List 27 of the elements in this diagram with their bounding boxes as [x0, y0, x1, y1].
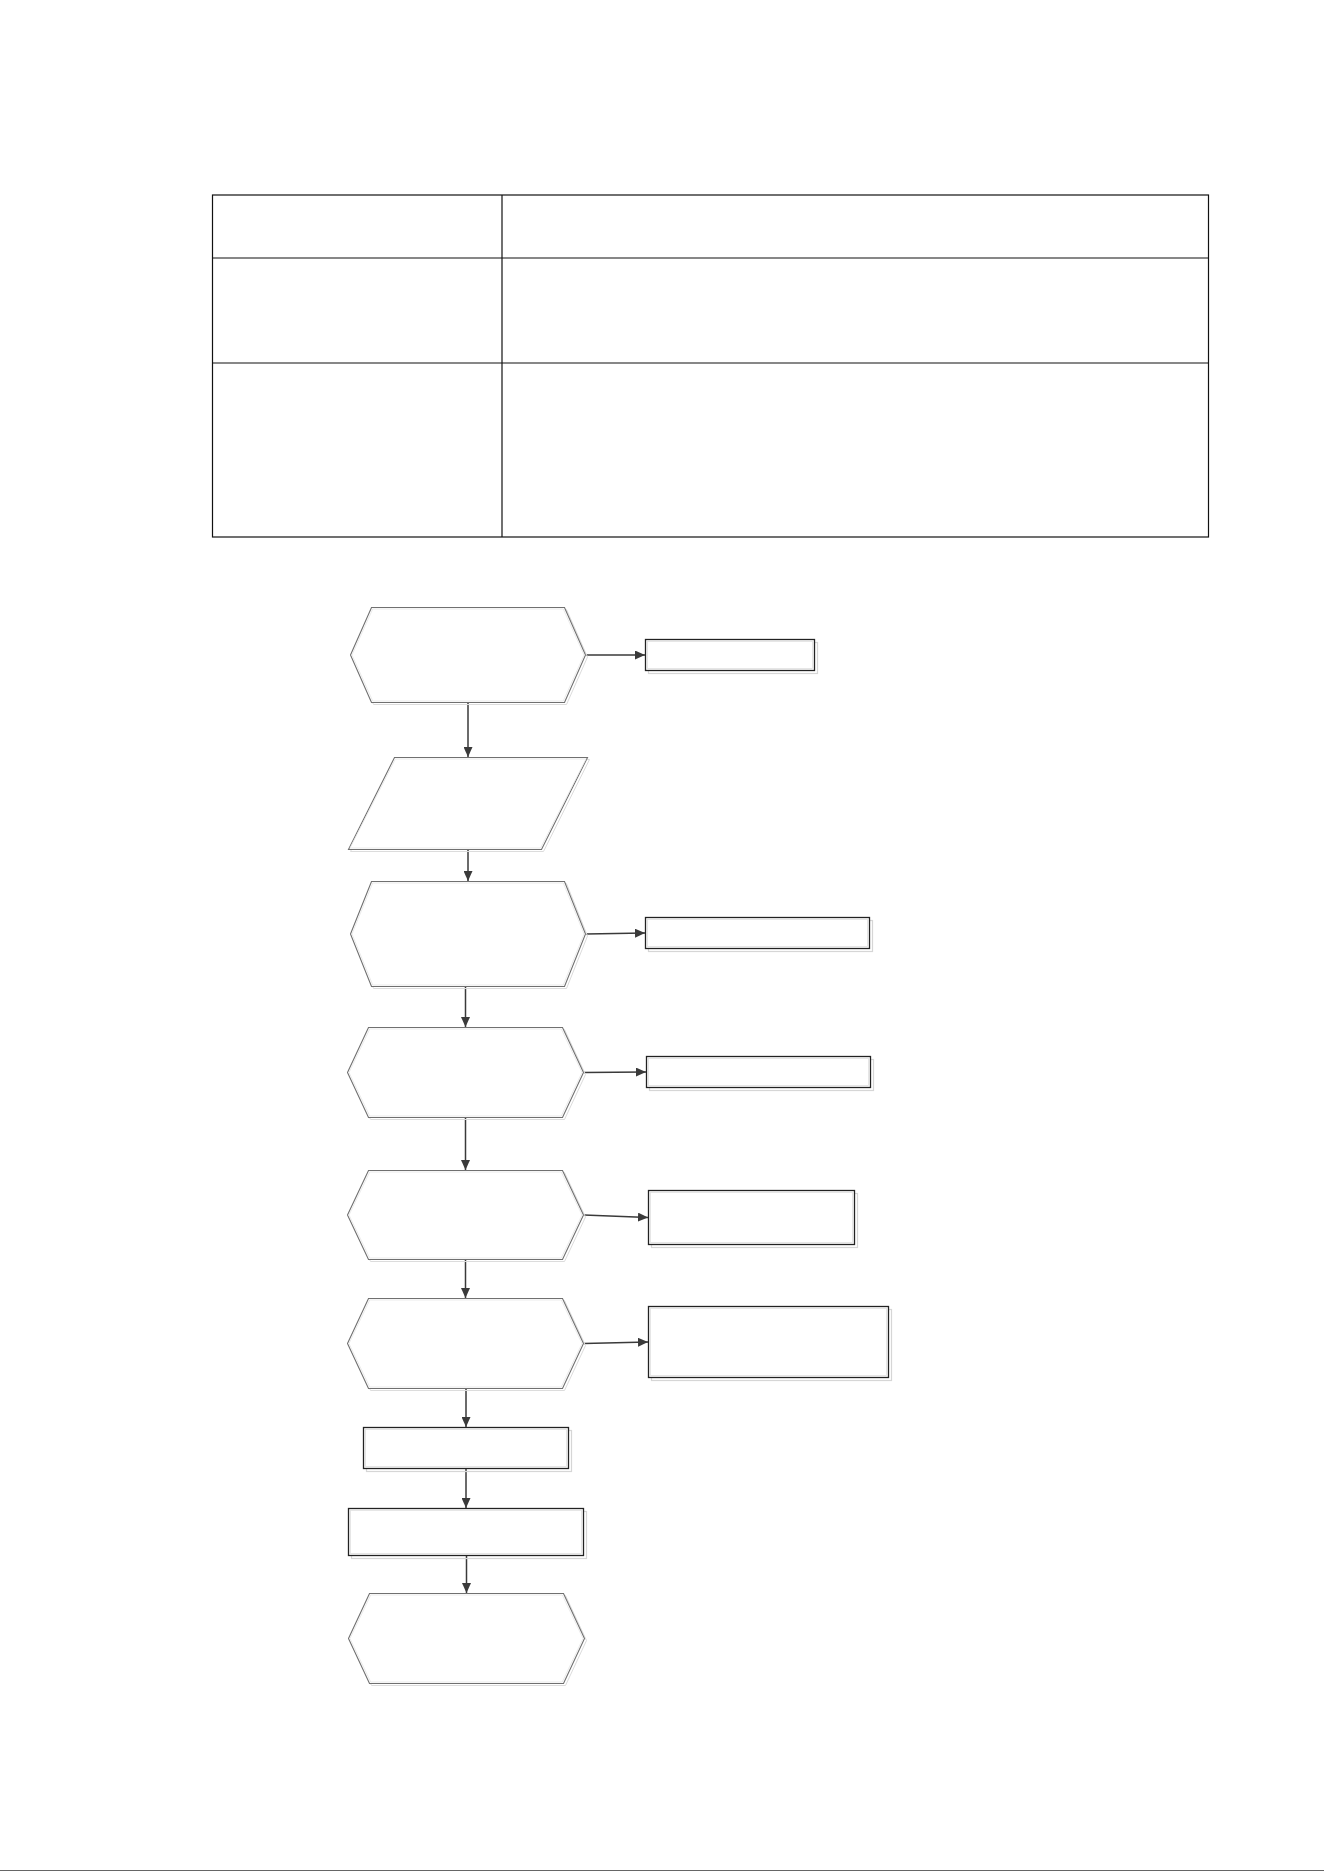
- flow-arrow: [583, 1212, 649, 1222]
- flow-arrow: [585, 928, 646, 938]
- flow-arrow: [461, 1388, 471, 1428]
- process-box: [348, 1508, 588, 1560]
- flow-arrow: [461, 1468, 471, 1509]
- flow-arrow: [461, 986, 470, 1028]
- parallelogram-node: [348, 757, 592, 854]
- process-box: [645, 917, 874, 953]
- flow-arrow: [583, 1337, 649, 1347]
- hexagon-node: [350, 881, 590, 991]
- process-box: [648, 1306, 893, 1382]
- flow-arrow: [462, 1555, 471, 1594]
- process-box: [648, 1190, 859, 1249]
- hexagon-node: [347, 1170, 588, 1264]
- flow-arrow: [463, 702, 473, 758]
- flow-arrow: [463, 849, 473, 882]
- hexagon-node: [348, 1593, 589, 1688]
- flow-arrow: [585, 650, 646, 660]
- flow-arrow: [461, 1259, 470, 1299]
- hexagon-node: [350, 607, 590, 707]
- hexagon-node: [347, 1027, 588, 1122]
- process-box: [363, 1427, 573, 1473]
- process-box: [646, 1056, 875, 1092]
- hexagon-node: [347, 1298, 588, 1393]
- flow-arrow: [461, 1117, 470, 1171]
- flow-arrow: [583, 1067, 647, 1077]
- process-box: [645, 639, 819, 675]
